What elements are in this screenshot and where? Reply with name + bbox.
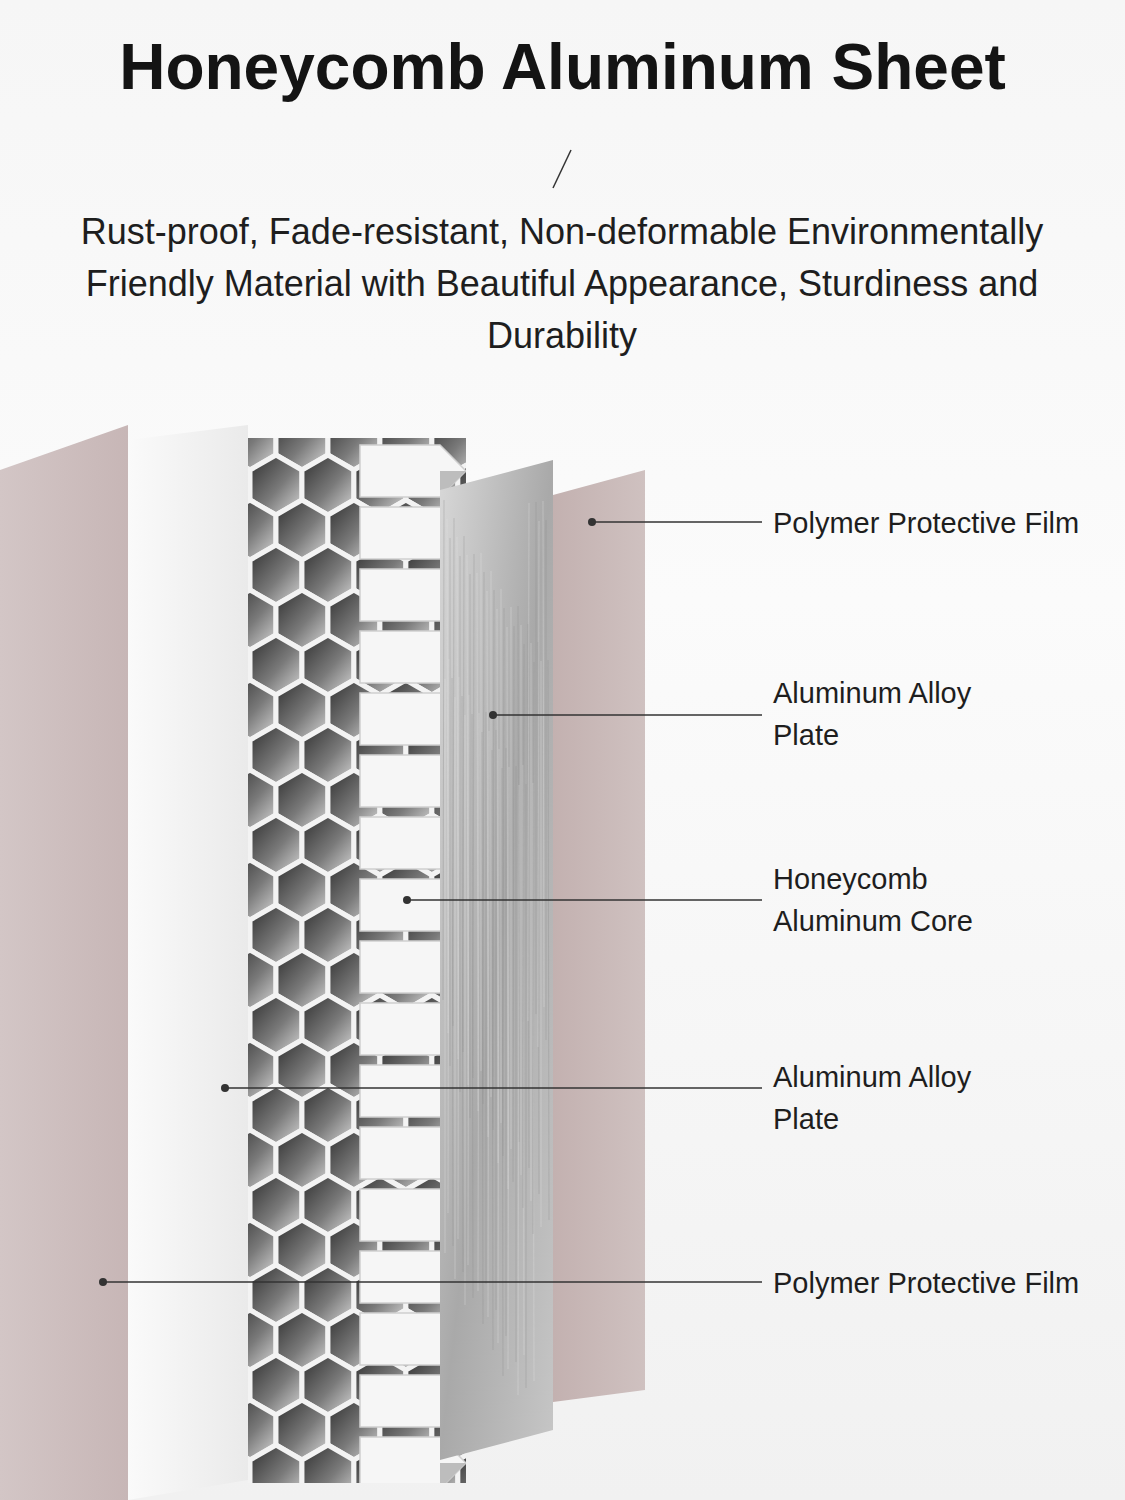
- brush-streak: [481, 553, 482, 1071]
- brush-streak: [483, 572, 484, 1104]
- brush-streak: [526, 784, 527, 1388]
- brush-streak: [546, 520, 547, 1040]
- brush-streak: [477, 573, 478, 1111]
- callout-label: Polymer Protective Film: [773, 1262, 1125, 1304]
- brush-streak: [445, 679, 446, 1253]
- brush-streak: [486, 712, 487, 1284]
- brush-streak: [465, 715, 466, 1305]
- brush-streak: [506, 748, 507, 1336]
- brush-streak: [496, 730, 497, 1310]
- brush-streak: [548, 660, 549, 1220]
- brush-streak: [511, 607, 512, 1149]
- brush-streak: [443, 500, 444, 1000]
- brush-streak: [513, 626, 514, 1182]
- brush-streak: [462, 696, 463, 1272]
- title: Honeycomb Aluminum Sheet: [0, 30, 1125, 104]
- subtitle: Rust-proof, Fade-resistant, Non-deformab…: [62, 206, 1062, 363]
- brush-streak: [492, 750, 493, 1350]
- brush-streak: [491, 571, 492, 1097]
- brush-streak: [543, 501, 544, 1007]
- brushed-texture: [443, 500, 549, 1395]
- brush-streak: [516, 766, 517, 1362]
- brush-streak: [460, 556, 461, 1092]
- brush-streak: [493, 590, 494, 1130]
- brush-streak: [501, 589, 502, 1123]
- callout-label: Polymer Protective Film: [773, 502, 1125, 544]
- brush-streak: [523, 644, 524, 1208]
- brush-streak: [453, 518, 454, 1026]
- divider-slash: [553, 150, 571, 188]
- leader-dots: [99, 518, 596, 1286]
- honeycomb-cell: [302, 1445, 354, 1483]
- polymer-film-back: [0, 425, 128, 1500]
- callout-label: Aluminum Alloy Plate: [773, 1056, 973, 1140]
- brush-streak: [518, 785, 519, 1395]
- brush-streak: [536, 502, 537, 1014]
- wall-shadow: [440, 1463, 466, 1483]
- brush-streak: [467, 555, 468, 1085]
- brush-streak: [482, 732, 483, 1324]
- polymer-film-front: [553, 470, 645, 1402]
- brush-streak: [533, 662, 534, 1234]
- brush-streak: [531, 643, 532, 1201]
- brush-streak: [447, 519, 448, 1033]
- brush-streak: [507, 627, 508, 1189]
- brush-streak: [472, 714, 473, 1298]
- callout-label: Aluminum Alloy Plate: [773, 672, 973, 756]
- brush-streak: [457, 537, 458, 1059]
- brush-streak: [450, 538, 451, 1066]
- alloy-plate-front: [440, 460, 553, 1460]
- brush-streak: [502, 768, 503, 1376]
- brush-streak: [463, 536, 464, 1052]
- brush-streak: [473, 554, 474, 1078]
- brush-streak: [503, 608, 504, 1156]
- brush-streak: [541, 661, 542, 1227]
- brush-streak: [487, 591, 488, 1137]
- honeycomb-cell: [250, 1445, 302, 1483]
- leader-lines: [103, 522, 762, 1282]
- brush-streak: [452, 678, 453, 1246]
- brush-streak: [538, 521, 539, 1047]
- brush-streak: [455, 697, 456, 1279]
- brush-streak: [470, 574, 471, 1118]
- honeycomb-core: [248, 438, 466, 1483]
- alloy-plate-back: [128, 425, 248, 1500]
- brush-streak: [497, 609, 498, 1163]
- brush-streak: [528, 503, 529, 1021]
- callout-label: Honeycomb Aluminum Core: [773, 858, 1013, 942]
